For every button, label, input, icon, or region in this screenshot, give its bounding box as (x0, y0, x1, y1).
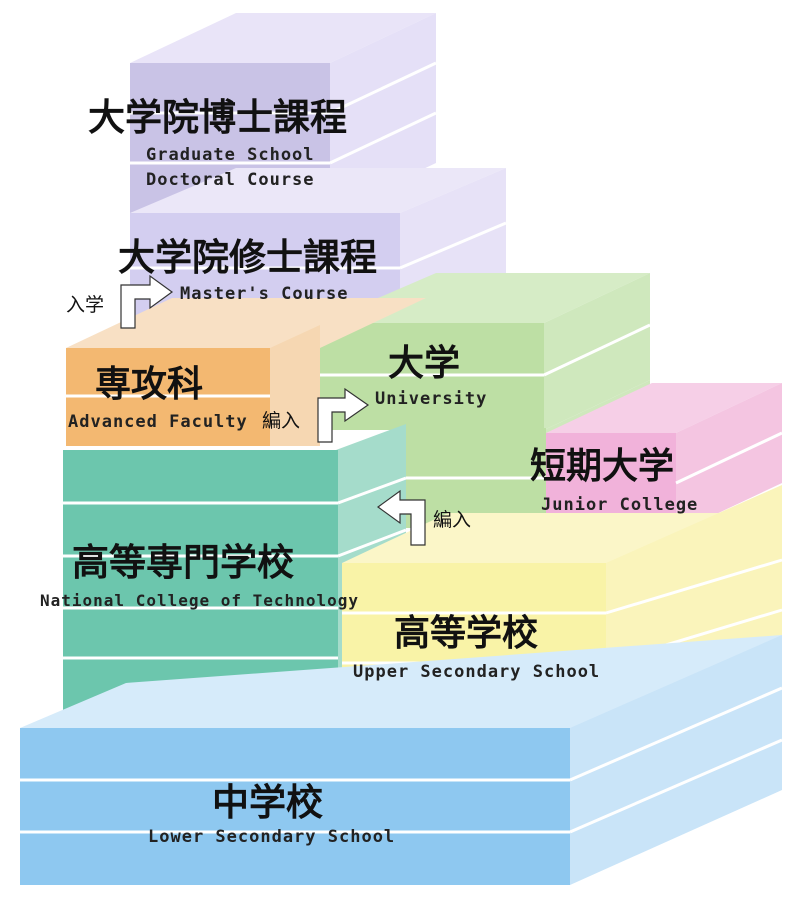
block-advanced-faculty (66, 298, 426, 446)
advanced-jp-label: 専攻科 (95, 364, 203, 405)
enter-masters-label: 入学 (66, 294, 104, 316)
doctoral-jp-label: 大学院博士課程 (88, 96, 347, 139)
doctoral-en-label-line1: Graduate School (146, 145, 315, 165)
arrow-transfer-university (317, 387, 370, 443)
masters-en-label: Master's Course (180, 284, 349, 304)
university-jp-label: 大学 (388, 342, 460, 384)
advanced-en-label: Advanced Faculty (68, 412, 248, 432)
middle-school-en-label: Lower Secondary School (148, 827, 395, 847)
kosen-jp-label: 高等専門学校 (72, 541, 294, 584)
junior-college-jp-label: 短期大学 (530, 445, 674, 487)
high-school-en-label: Upper Secondary School (353, 662, 600, 682)
masters-jp-label: 大学院修士課程 (118, 236, 377, 279)
high-school-jp-label: 高等学校 (394, 612, 538, 654)
transfer-university-label: 編入 (262, 410, 300, 432)
doctoral-en-label-line2: Doctoral Course (146, 170, 315, 190)
arrow-enter-masters (120, 274, 174, 329)
university-en-label: University (375, 389, 487, 409)
transfer-from-jc-label: 編入 (433, 509, 471, 531)
middle-school-jp-label: 中学校 (212, 781, 323, 824)
block-junior-college (546, 383, 783, 533)
junior-college-en-label: Junior College (541, 495, 698, 515)
block-middle-school (20, 635, 783, 885)
arrow-transfer-from-jc (376, 489, 426, 546)
kosen-en-label: National College of Technology (40, 591, 359, 610)
